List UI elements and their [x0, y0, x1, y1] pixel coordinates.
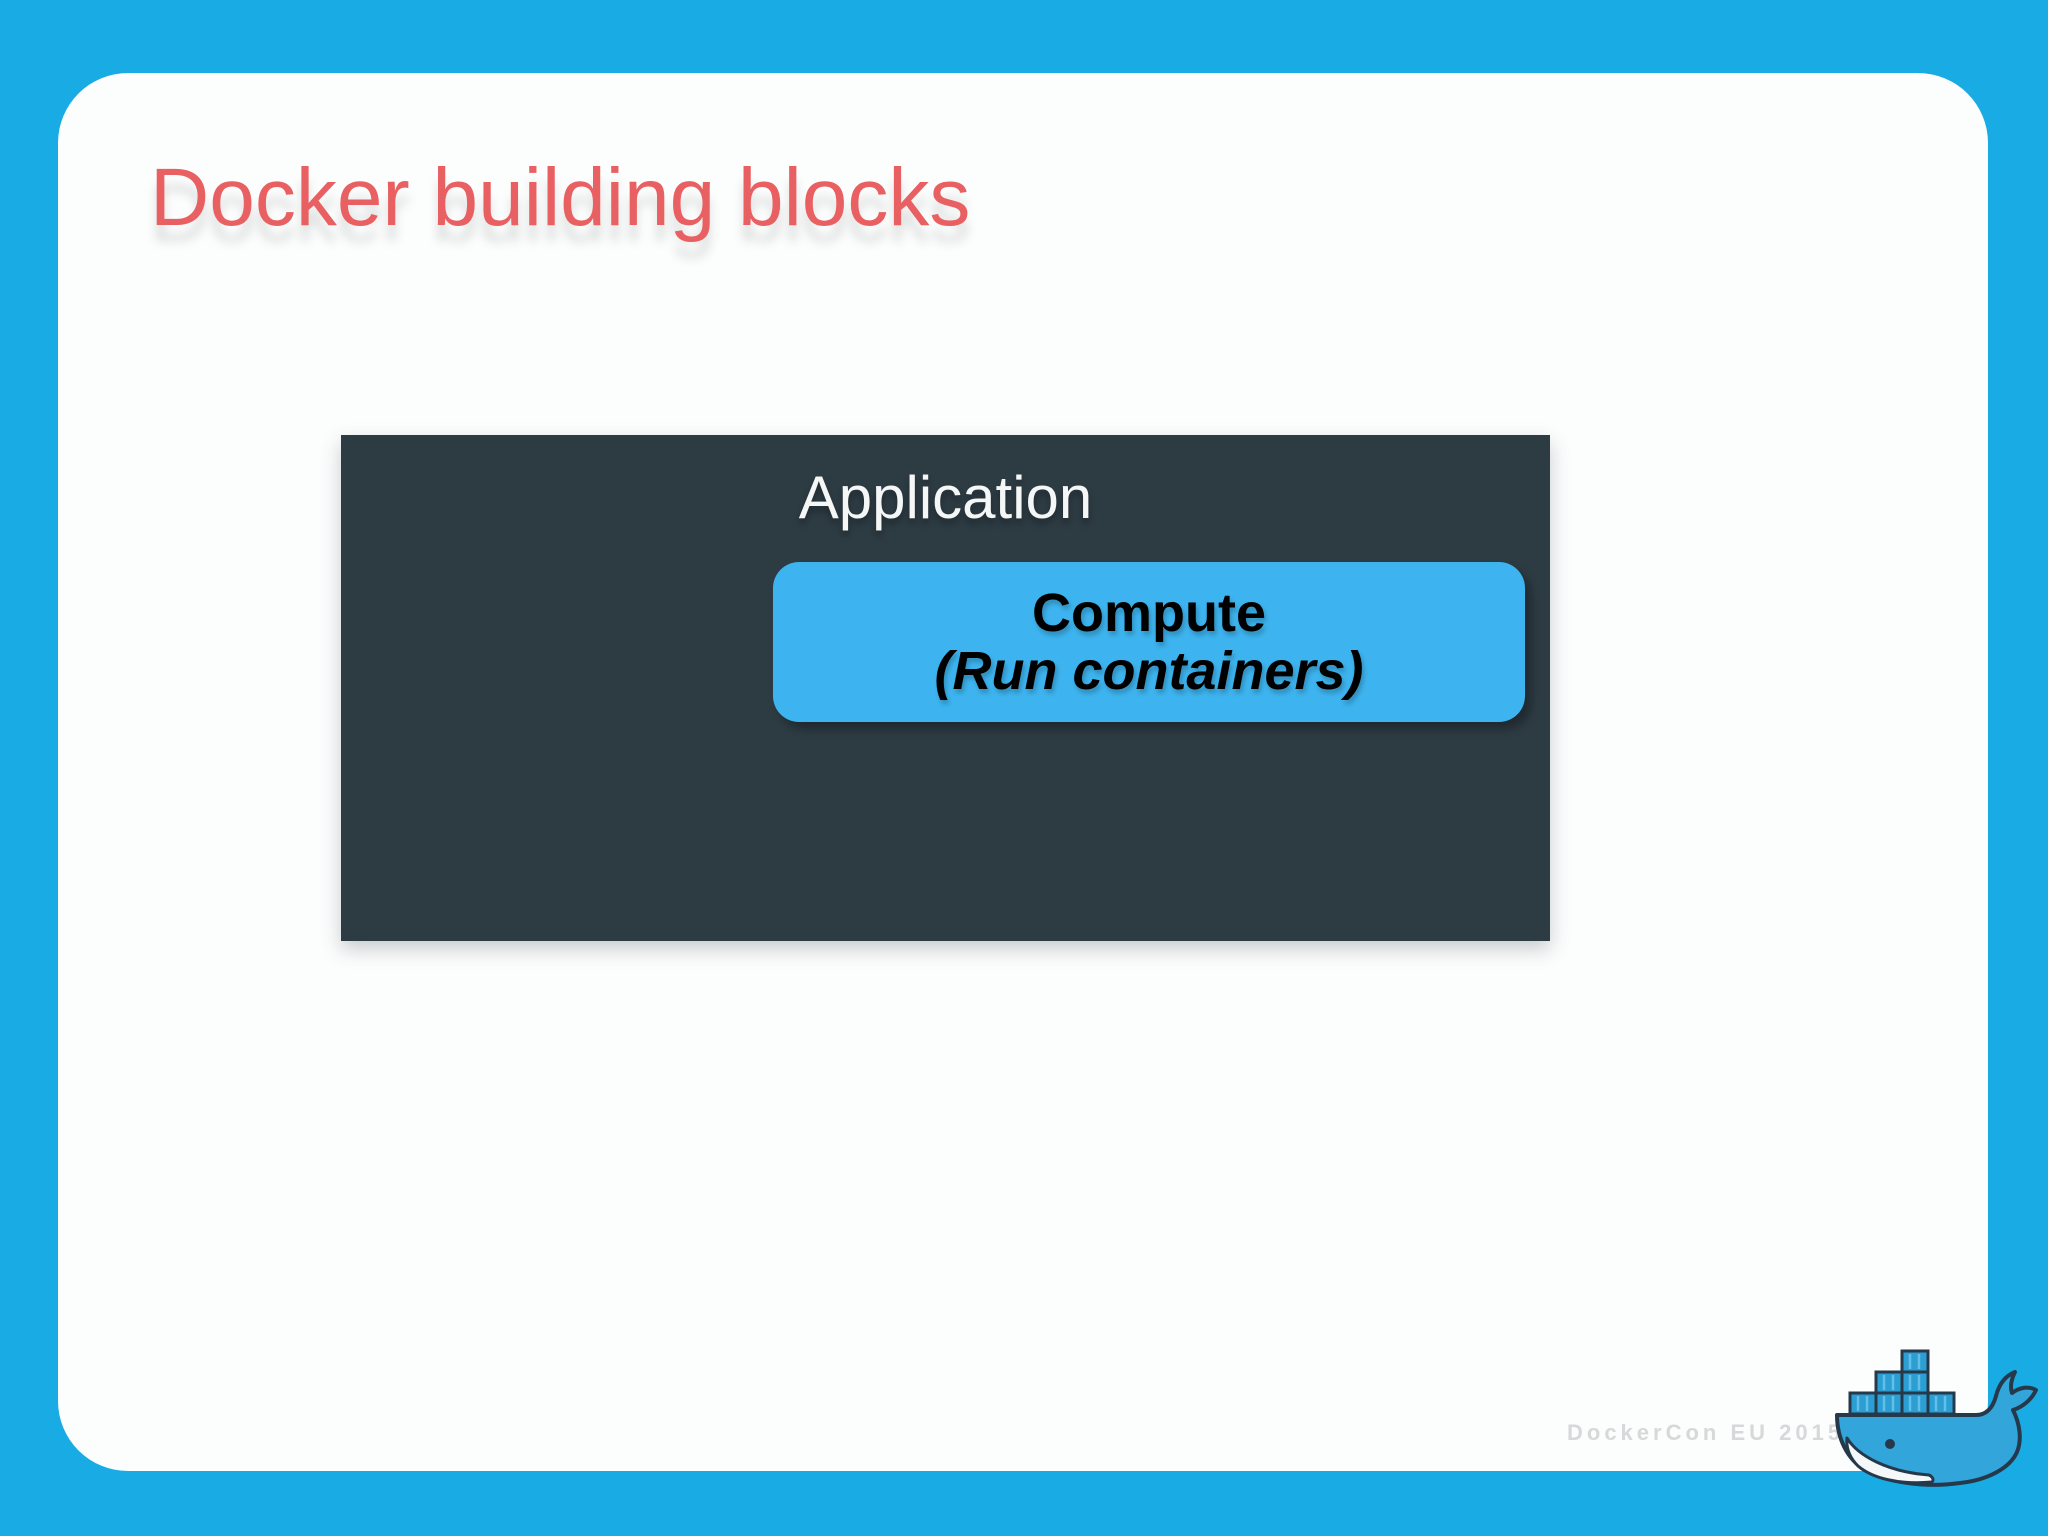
watermark-text: DockerCon EU 2015	[1567, 1420, 1845, 1445]
application-label: Application	[798, 464, 1093, 531]
docker-whale-icon	[1835, 1349, 2038, 1487]
page-title: Docker building blocks	[150, 152, 971, 243]
compute-label: Compute	[1032, 582, 1266, 643]
application-box: Application Compute (Run containers)	[341, 435, 1550, 941]
compute-sublabel: (Run containers)	[934, 641, 1364, 701]
slide-card: Docker building blocks Application Compu…	[58, 73, 1988, 1471]
compute-box: Compute (Run containers)	[773, 562, 1525, 722]
